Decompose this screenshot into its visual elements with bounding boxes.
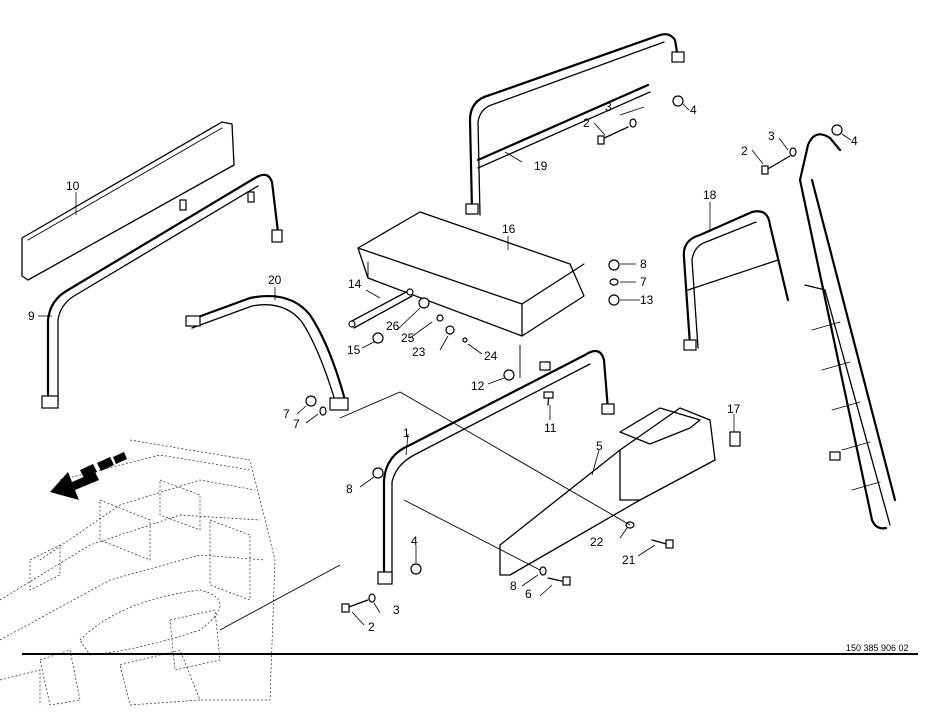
callout-4c: 4 [411,534,418,548]
callout-23: 23 [412,345,426,359]
callout-3c: 3 [393,603,400,617]
part-18-handrail [682,210,790,351]
ladder [798,133,897,530]
callout-11: 11 [544,421,557,435]
callout-4a: 4 [690,103,697,117]
callout-1: 1 [403,426,410,440]
part-17-clip [729,431,741,447]
bolts-and-washers [305,95,843,613]
callout-8c: 7 [283,407,290,421]
part-14-rod [348,288,414,329]
part-10-panel [21,121,235,281]
machine-frame-ghost [0,439,276,706]
drawing-number: 150 385 906 02 [846,643,909,653]
callout-14: 14 [348,277,362,291]
callout-3a: 3 [605,100,612,114]
callout-7c: 8 [510,579,517,593]
callout-2a: 2 [583,116,590,130]
part-16-cover [357,211,585,337]
callout-17: 17 [727,402,741,416]
callout-16: 16 [502,222,516,236]
callout-labels: 10 9 20 19 16 14 26 25 23 24 15 18 13 7 … [28,100,858,634]
callout-20: 20 [268,273,282,287]
callout-25: 25 [401,331,415,345]
callout-5: 5 [596,439,603,453]
forward-direction-arrow-icon [50,452,127,500]
callout-7b: 7 [293,417,300,431]
callout-13: 13 [640,293,654,307]
callout-8b: 8 [346,482,353,496]
callout-22: 22 [590,535,604,549]
callout-9: 9 [28,309,35,323]
callout-3b: 3 [768,129,775,143]
callout-2b: 2 [741,144,748,158]
callout-12: 12 [471,379,485,393]
part-19-rail [465,33,685,216]
callout-24: 24 [484,349,498,363]
callout-8a: 8 [640,257,647,271]
callout-10: 10 [66,179,80,193]
part-20-rail [185,294,349,411]
callout-26: 26 [386,319,400,333]
part-5-guard [499,407,716,576]
callout-18: 18 [703,188,717,202]
part-1-railing [377,349,615,585]
callout-15: 15 [347,343,361,357]
callout-7a: 7 [640,275,647,289]
callout-19: 19 [534,159,548,173]
callout-2c: 2 [368,620,375,634]
callout-4b: 4 [851,134,858,148]
assembly-center-lines [219,345,631,631]
small-fasteners [372,297,468,344]
callout-6: 6 [525,587,532,601]
callout-leaders [38,103,852,626]
callout-21: 21 [622,553,636,567]
part-9-railing [41,173,283,409]
